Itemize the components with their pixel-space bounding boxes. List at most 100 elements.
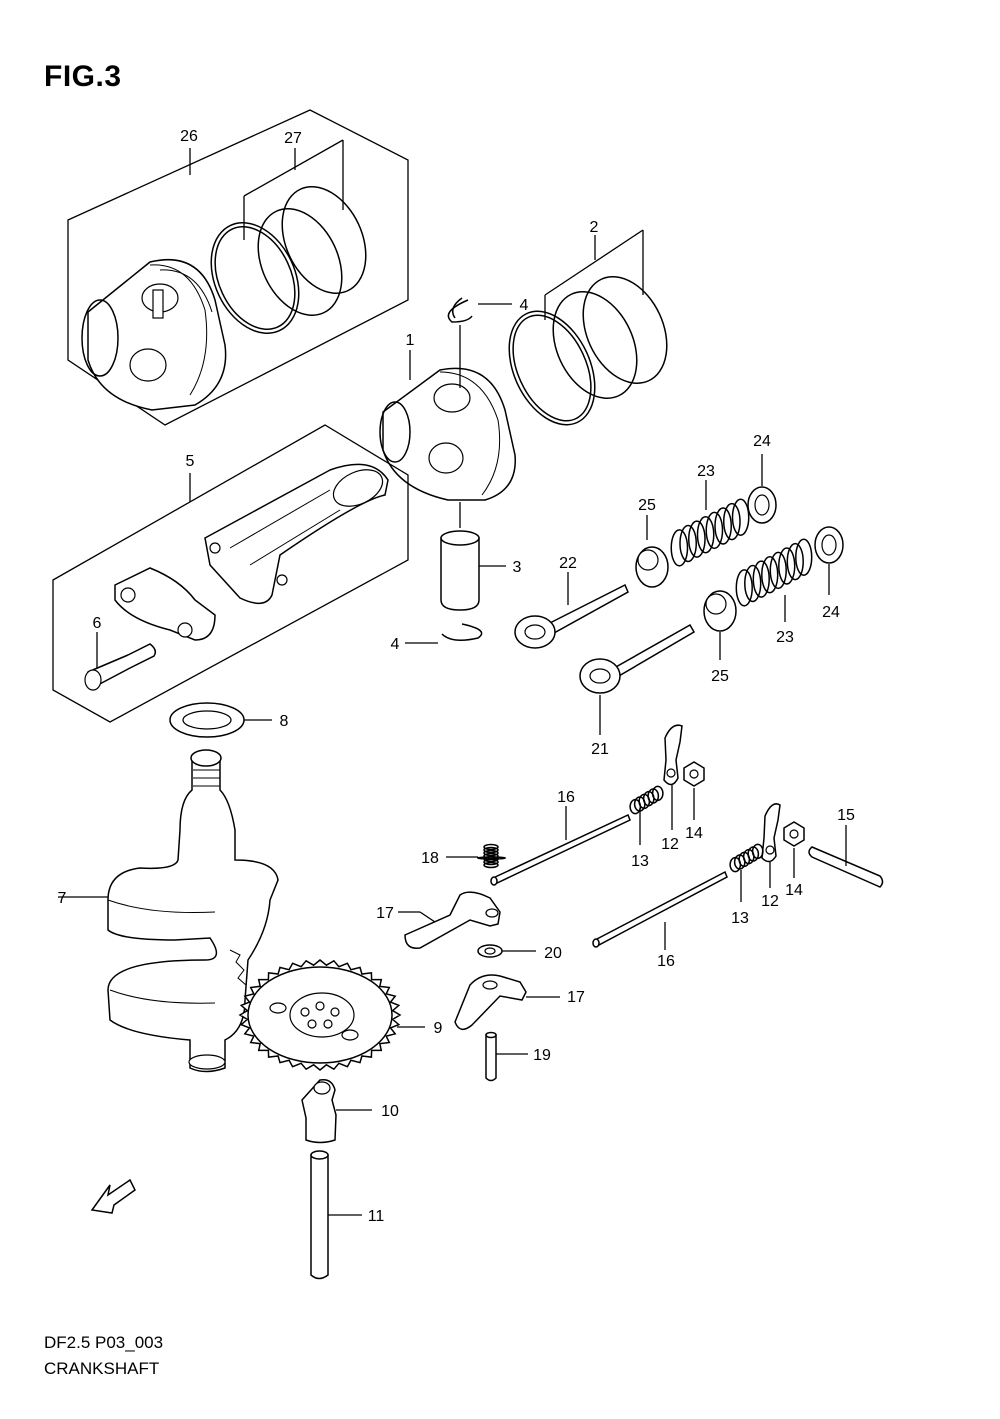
- callout-c4a: 4: [520, 297, 529, 314]
- callout-c13b: 13: [731, 910, 749, 927]
- tappet-spring: [476, 843, 507, 869]
- spring-coil: [731, 498, 750, 536]
- valve-spring-seat-2: [814, 526, 844, 595]
- fwd-arrow: [90, 1178, 136, 1214]
- thrust-washer: [169, 702, 272, 738]
- spring-coil: [723, 502, 741, 541]
- callout-c2: 2: [590, 219, 599, 236]
- callout-c9: 9: [434, 1020, 443, 1037]
- callout-c6: 6: [93, 615, 102, 632]
- spring-coil: [744, 564, 762, 603]
- callout-c4b: 4: [391, 636, 400, 653]
- spring-coil: [483, 861, 499, 869]
- spring-coil: [769, 551, 787, 590]
- figure-code: DF2.5 P03_003: [44, 1333, 164, 1352]
- exhaust-valve: [579, 623, 696, 735]
- spring-coil: [752, 560, 770, 598]
- callout-c23b: 23: [776, 629, 794, 646]
- callout-c8: 8: [280, 713, 289, 730]
- callout-c27: 27: [284, 130, 302, 147]
- conrod-box: [52, 424, 409, 723]
- cam-follower-1: [398, 891, 501, 949]
- crank-gear: [238, 959, 425, 1071]
- valve-retainer-1: [635, 515, 669, 588]
- callout-c5: 5: [186, 453, 195, 470]
- callout-c16a: 16: [557, 789, 575, 806]
- spring-coil: [714, 507, 732, 545]
- conrod-bolt: [84, 632, 157, 691]
- spring-coil: [778, 547, 796, 585]
- rocker-spring-leaders: [639, 808, 742, 902]
- callout-c21: 21: [591, 741, 609, 758]
- callout-c18: 18: [421, 850, 439, 867]
- callout-c10: 10: [381, 1103, 399, 1120]
- callout-c16b: 16: [657, 953, 675, 970]
- valve-spring-1: [670, 498, 750, 567]
- conrod-cap: [114, 567, 216, 641]
- rocker-spring-1: [629, 785, 664, 815]
- callout-c3: 3: [513, 559, 522, 576]
- spring-coil: [483, 849, 499, 857]
- spring-coil: [483, 855, 499, 863]
- callout-c24b: 24: [822, 604, 840, 621]
- callout-c22: 22: [559, 555, 577, 572]
- push-rod-2: [592, 870, 728, 950]
- callout-c12a: 12: [661, 836, 679, 853]
- piston-kit-rings: [189, 139, 367, 334]
- spring-coil: [670, 529, 689, 567]
- spring-coil: [483, 852, 499, 860]
- rocker-arm-1: [663, 724, 683, 830]
- governor-weight: [301, 1078, 372, 1144]
- callout-c26: 26: [180, 128, 198, 145]
- circlip-top: [447, 297, 512, 388]
- rocker-nut-2: [783, 821, 805, 878]
- callout-c13a: 13: [631, 853, 649, 870]
- spring-coil: [679, 524, 697, 563]
- follower-pin: [485, 1031, 528, 1082]
- spring-coil: [735, 569, 753, 607]
- spring-coil: [483, 858, 499, 866]
- callout-c15: 15: [837, 807, 855, 824]
- conrod: [204, 463, 389, 604]
- governor-shaft: [310, 1150, 362, 1280]
- spring-leaders: [705, 480, 786, 622]
- crankshaft: [58, 749, 279, 1073]
- spring-coil: [761, 555, 779, 594]
- push-rod-1: [490, 806, 631, 886]
- rocker-spring-2: [729, 843, 764, 873]
- follower-washer: [477, 944, 536, 958]
- figure-title: FIG.3: [44, 60, 122, 93]
- spring-coil: [795, 538, 813, 576]
- rocker-shaft-pin: [808, 825, 884, 888]
- figure-name: CRANKSHAFT: [44, 1359, 160, 1378]
- valve-spring-seat-1: [747, 454, 777, 524]
- piston-pin: [440, 502, 506, 611]
- callout-c11: 11: [368, 1208, 385, 1225]
- callout-c23a: 23: [697, 463, 715, 480]
- callout-c17b: 17: [567, 989, 585, 1006]
- spring-coil: [751, 843, 764, 860]
- spring-coil: [651, 785, 664, 802]
- callout-c14b: 14: [785, 882, 803, 899]
- spring-coil: [483, 843, 499, 851]
- piston-rings: [508, 229, 668, 426]
- spring-coil: [483, 846, 499, 854]
- rocker-arm-2: [761, 803, 781, 888]
- callout-c12b: 12: [761, 893, 779, 910]
- spring-coil: [705, 511, 724, 550]
- callout-c14a: 14: [685, 825, 703, 842]
- callout-c24a: 24: [753, 433, 771, 450]
- spring-coil: [696, 515, 715, 554]
- callout-c20: 20: [544, 945, 562, 962]
- callout-labels: 1234456789101112121313141415161617171819…: [58, 128, 855, 1225]
- callout-c19: 19: [533, 1047, 551, 1064]
- cam-follower-2: [454, 974, 560, 1031]
- circlip-bottom: [405, 623, 483, 644]
- piston: [379, 350, 516, 501]
- callout-c7: 7: [58, 890, 67, 907]
- valve-retainer-2: [703, 590, 737, 660]
- piston-kit-piston: [81, 258, 227, 411]
- valve-spring-2: [735, 538, 813, 607]
- intake-valve: [514, 572, 629, 649]
